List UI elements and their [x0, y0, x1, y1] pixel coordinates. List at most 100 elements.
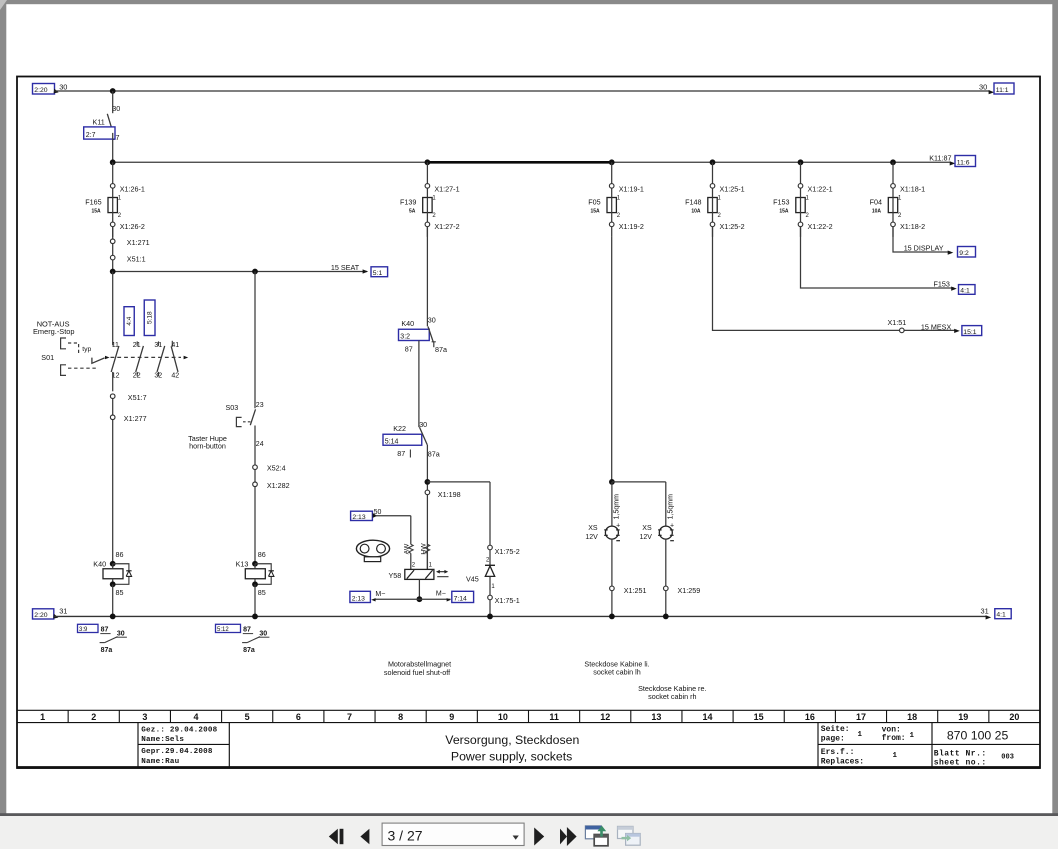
svg-text:85: 85	[258, 588, 266, 597]
svg-text:5:1: 5:1	[373, 270, 383, 277]
svg-text:Taster Hupe: Taster Hupe	[188, 434, 227, 443]
svg-text:41: 41	[171, 342, 179, 349]
svg-text:4:4: 4:4	[126, 316, 133, 325]
svg-text:3:9: 3:9	[79, 627, 88, 633]
svg-text:Versorgung, Steckdosen: Versorgung, Steckdosen	[445, 733, 579, 747]
svg-text:2: 2	[806, 213, 810, 219]
svg-text:Ers.f.:: Ers.f.:	[821, 748, 855, 757]
svg-text:F165: F165	[85, 198, 101, 207]
svg-text:1: 1	[491, 584, 495, 590]
svg-text:von:: von:	[882, 725, 901, 734]
svg-text:X1:25-2: X1:25-2	[720, 222, 745, 231]
svg-text:Steckdose Kabine re.: Steckdose Kabine re.	[638, 684, 706, 693]
svg-text:5:12: 5:12	[217, 627, 229, 633]
svg-text:15A: 15A	[92, 208, 102, 214]
svg-text:87a: 87a	[435, 345, 447, 354]
svg-text:Motorabstellmagnet: Motorabstellmagnet	[388, 660, 451, 669]
svg-text:15A: 15A	[779, 208, 789, 214]
svg-text:16: 16	[805, 712, 815, 722]
svg-text:typ: typ	[82, 346, 91, 353]
svg-text:30: 30	[112, 104, 120, 113]
svg-text:Blatt Nr.:: Blatt Nr.:	[934, 750, 987, 759]
svg-text:X1:51: X1:51	[888, 318, 907, 327]
svg-text:5:18: 5:18	[146, 311, 153, 324]
svg-text:Steckdose Kabine li.: Steckdose Kabine li.	[584, 659, 649, 668]
svg-text:3:2: 3:2	[400, 334, 410, 341]
svg-text:Gez.: 29.04.2008: Gez.: 29.04.2008	[141, 727, 217, 735]
svg-text:X51:7: X51:7	[128, 393, 147, 402]
svg-text:87a: 87a	[428, 449, 440, 458]
svg-text:Name:Sels: Name:Sels	[141, 736, 184, 744]
svg-text:S03: S03	[226, 403, 239, 412]
svg-text:86: 86	[258, 550, 266, 559]
svg-text:2: 2	[486, 557, 490, 563]
svg-text:87: 87	[243, 627, 251, 634]
svg-text:XS: XS	[588, 525, 598, 532]
svg-text:2: 2	[617, 213, 621, 219]
svg-text:23: 23	[256, 402, 264, 409]
svg-text:11:6: 11:6	[957, 159, 970, 166]
svg-text:1: 1	[806, 196, 810, 202]
svg-text:+: +	[670, 523, 674, 530]
svg-text:86: 86	[116, 550, 124, 559]
svg-text:Power supply, sockets: Power supply, sockets	[451, 749, 572, 763]
svg-text:socket cabin rh: socket cabin rh	[648, 692, 696, 701]
svg-text:19: 19	[958, 712, 968, 722]
svg-text:870 100 25: 870 100 25	[947, 728, 1009, 742]
svg-text:50: 50	[374, 509, 382, 516]
svg-text:1: 1	[118, 196, 122, 202]
svg-text:15 DISPLAY: 15 DISPLAY	[904, 243, 944, 252]
svg-text:X1:18-1: X1:18-1	[900, 184, 925, 193]
svg-text:X1:26-1: X1:26-1	[120, 184, 145, 193]
svg-text:2: 2	[898, 213, 902, 219]
svg-text:12: 12	[600, 712, 610, 722]
svg-text:K11:87: K11:87	[929, 154, 951, 163]
svg-text:30: 30	[979, 83, 987, 92]
svg-text:11: 11	[112, 342, 119, 349]
svg-text:14: 14	[703, 712, 713, 722]
svg-text:2: 2	[118, 213, 122, 219]
svg-text:1: 1	[858, 731, 863, 739]
svg-text:F05: F05	[588, 198, 600, 207]
svg-text:1,5qmm: 1,5qmm	[614, 494, 621, 519]
svg-text:M−: M−	[375, 591, 385, 598]
svg-text:3: 3	[142, 712, 147, 722]
svg-text:M−: M−	[436, 591, 446, 598]
svg-text:15 MESX: 15 MESX	[921, 322, 952, 331]
svg-text:2: 2	[91, 712, 96, 722]
svg-text:5A: 5A	[409, 208, 416, 214]
svg-text:2: 2	[412, 562, 416, 568]
svg-text:F04: F04	[870, 198, 882, 207]
svg-text:1: 1	[617, 196, 621, 202]
svg-text:8: 8	[398, 712, 403, 722]
svg-text:K22: K22	[393, 424, 406, 433]
svg-text:solenoid fuel shut-off: solenoid fuel shut-off	[384, 668, 450, 677]
svg-text:10A: 10A	[691, 208, 701, 214]
svg-text:12: 12	[112, 372, 120, 379]
svg-text:87: 87	[101, 627, 109, 634]
svg-text:X1:22-1: X1:22-1	[808, 184, 833, 193]
svg-text:87a: 87a	[101, 647, 113, 654]
svg-text:Y58: Y58	[389, 571, 402, 580]
svg-text:30: 30	[259, 630, 267, 637]
svg-text:7:14: 7:14	[454, 596, 467, 603]
svg-text:11:1: 11:1	[996, 87, 1009, 94]
svg-text:S01: S01	[41, 353, 54, 362]
svg-text:12V: 12V	[640, 534, 653, 541]
svg-text:K40: K40	[93, 560, 106, 569]
svg-text:15 SEAT: 15 SEAT	[331, 263, 360, 272]
svg-text:sheet no.:: sheet no.:	[934, 759, 987, 768]
svg-text:4: 4	[194, 712, 199, 722]
svg-text:X1:277: X1:277	[124, 414, 147, 423]
svg-text:X1:198: X1:198	[438, 490, 461, 499]
svg-text:15: 15	[754, 712, 764, 722]
svg-text:21: 21	[133, 342, 141, 349]
svg-text:30: 30	[59, 82, 67, 91]
svg-text:5: 5	[245, 712, 250, 722]
svg-text:horn-button: horn-button	[189, 441, 226, 450]
svg-text:87a: 87a	[243, 647, 255, 654]
svg-text:3 / 27: 3 / 27	[388, 828, 423, 844]
svg-text:socket cabin lh: socket cabin lh	[593, 668, 641, 677]
svg-text:1: 1	[898, 196, 902, 202]
svg-text:X1:27-1: X1:27-1	[434, 184, 459, 193]
